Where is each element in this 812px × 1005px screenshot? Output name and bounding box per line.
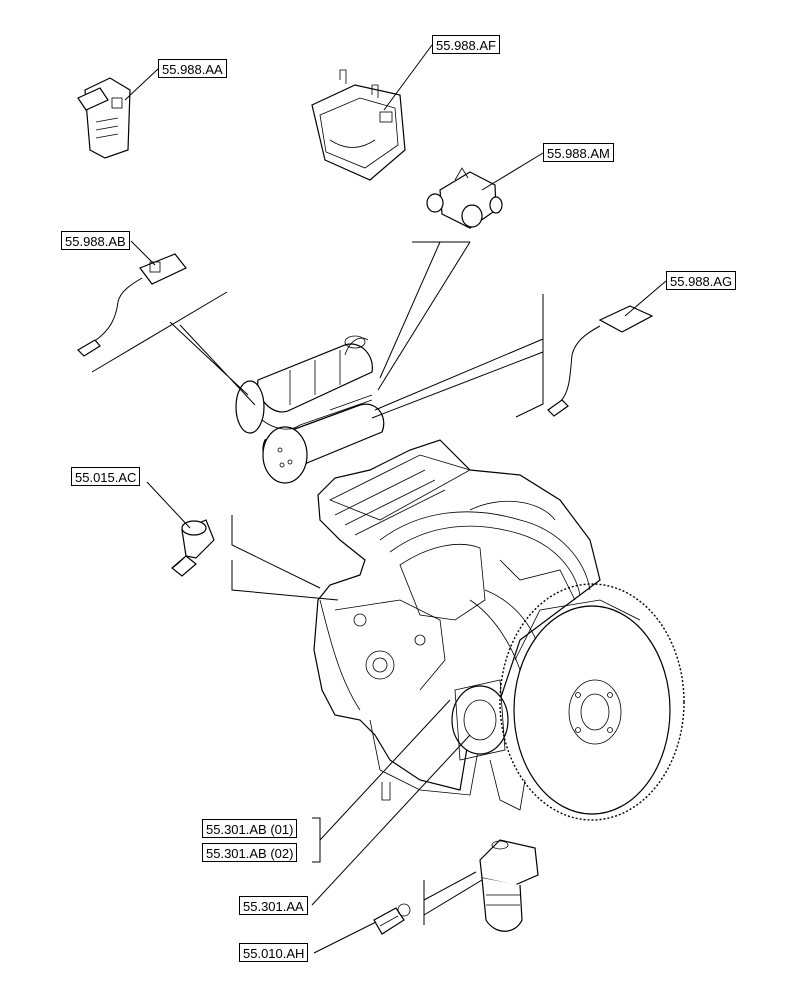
label-55-010-ah: 55.010.AH xyxy=(239,943,309,962)
label-55-301-ab-02: 55.301.AB (02) xyxy=(202,843,298,862)
part-ab-illustration xyxy=(77,253,187,357)
label-55-988-am: 55.988.AM xyxy=(543,143,614,162)
part-ac-illustration xyxy=(171,519,215,577)
leader-lines xyxy=(91,44,667,954)
exhaust-aftertreatment-illustration xyxy=(235,335,385,484)
part-ag-illustration xyxy=(547,305,654,417)
label-55-988-af: 55.988.AF xyxy=(432,35,500,54)
fuel-filter-illustration xyxy=(479,839,539,932)
label-55-301-ab-01: 55.301.AB (01) xyxy=(202,819,298,838)
part-ah-illustration xyxy=(373,903,411,935)
part-af-illustration xyxy=(311,69,406,181)
part-am-illustration xyxy=(426,167,503,229)
label-55-988-ab: 55.988.AB xyxy=(61,231,130,250)
engine-illustration xyxy=(313,439,685,821)
label-55-015-ac: 55.015.AC xyxy=(71,467,141,486)
label-55-988-ag: 55.988.AG xyxy=(666,271,737,290)
label-55-988-aa: 55.988.AA xyxy=(158,59,227,78)
label-55-301-aa: 55.301.AA xyxy=(239,896,308,915)
part-aa-illustration xyxy=(77,77,131,159)
